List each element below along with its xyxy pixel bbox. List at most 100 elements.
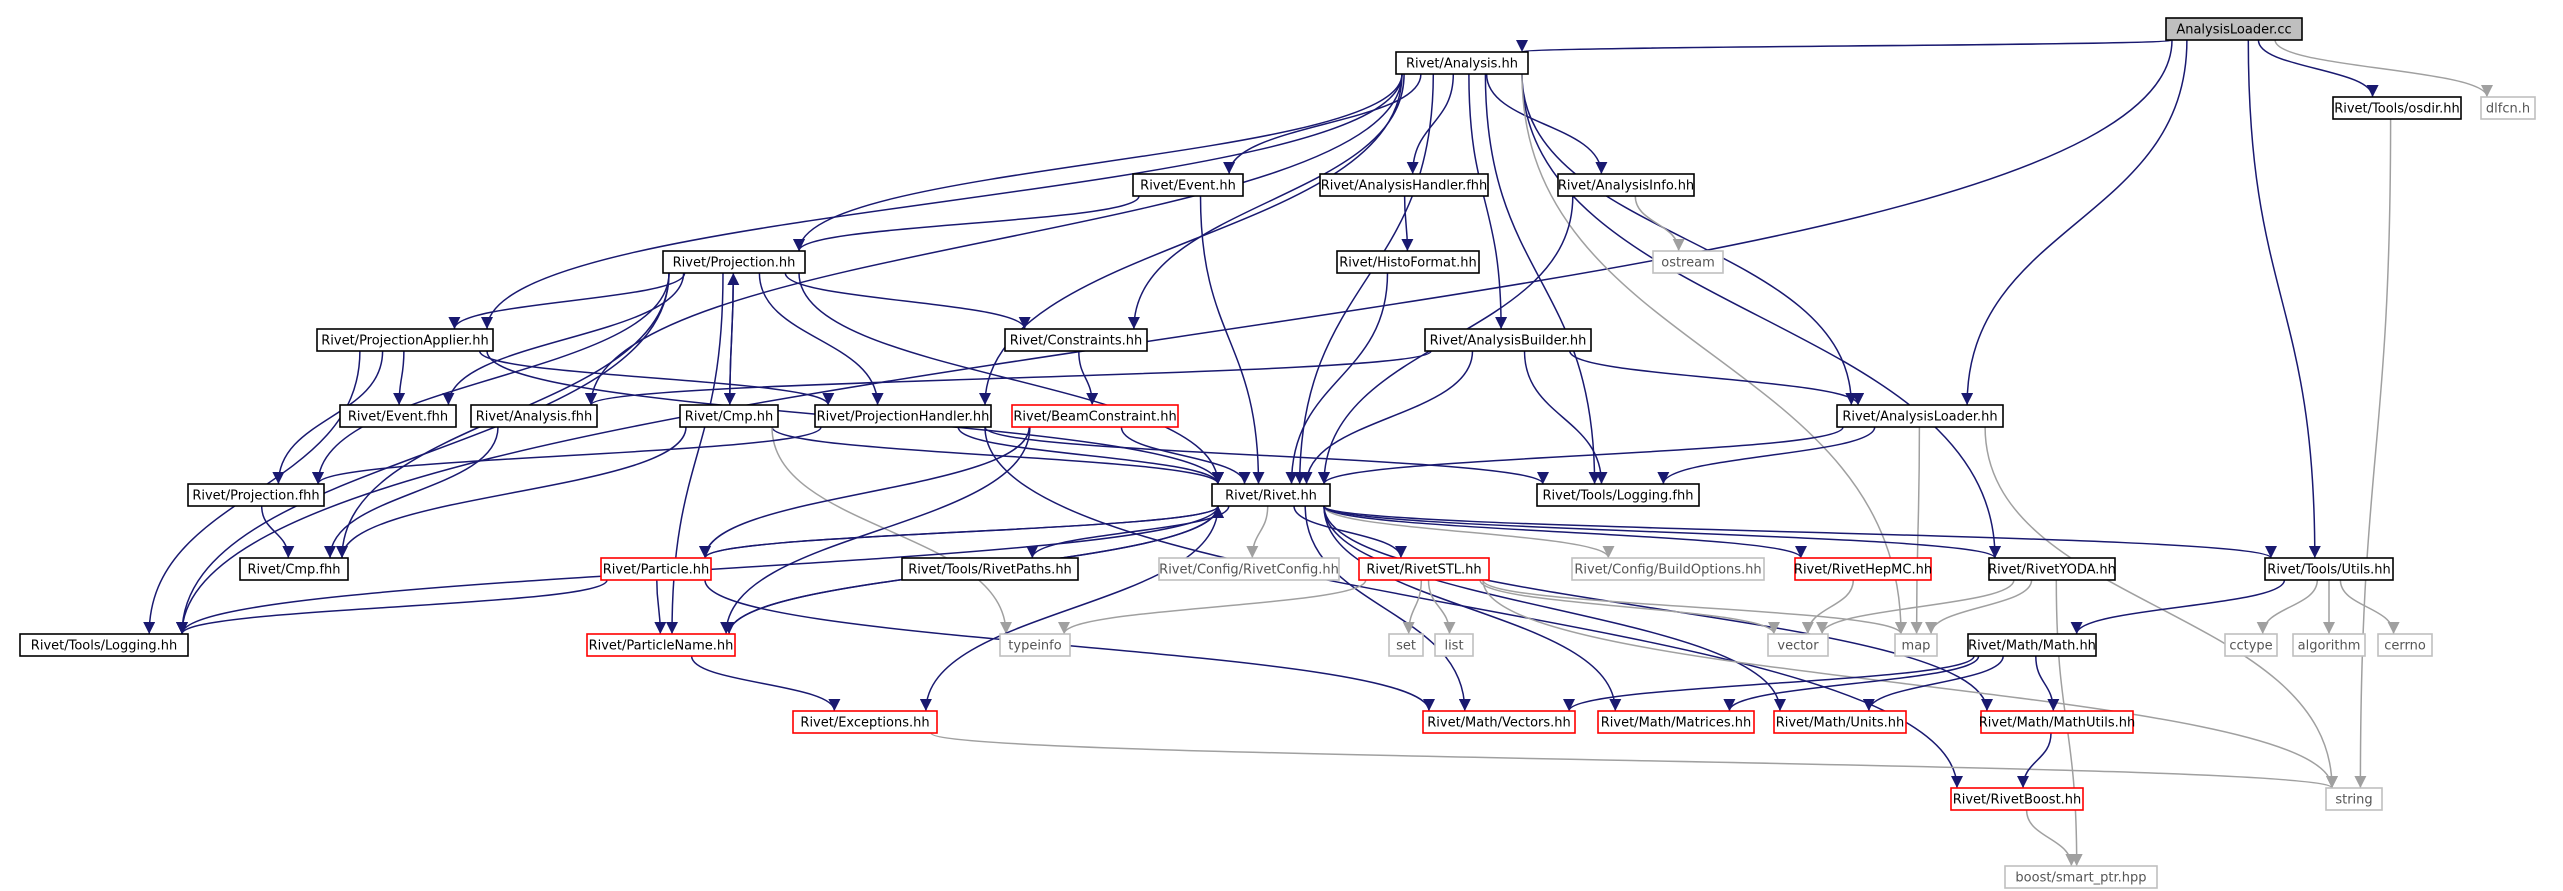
- node-label: Rivet/Projection.hh: [673, 256, 796, 271]
- node-box: [901, 557, 1079, 581]
- include-edge: [176, 39, 2173, 635]
- include-edge: [2354, 118, 2392, 789]
- include-edge: [1223, 73, 1422, 175]
- include-edge: [1523, 350, 1608, 485]
- graph-node[interactable]: Rivet/Rivet.hh: [1211, 483, 1331, 507]
- node-label: Rivet/Cmp.hh: [685, 410, 773, 425]
- graph-node[interactable]: Rivet/Constraints.hh: [1004, 328, 1148, 352]
- include-edge: [919, 505, 1219, 712]
- include-edge: [1285, 272, 1389, 485]
- graph-node[interactable]: Rivet/AnalysisBuilder.hh: [1424, 328, 1592, 352]
- graph-node[interactable]: Rivet/ParticleName.hh: [586, 633, 736, 657]
- graph-node[interactable]: Rivet/AnalysisLoader.hh: [1836, 404, 2004, 428]
- graph-node[interactable]: Rivet/Analysis.fhh: [470, 404, 598, 428]
- graph-node[interactable]: Rivet/Tools/osdir.hh: [2332, 96, 2462, 120]
- graph-node: string: [2325, 787, 2383, 811]
- node-label: Rivet/Tools/osdir.hh: [2334, 102, 2460, 117]
- include-edge: [272, 350, 384, 485]
- include-edge: [312, 272, 670, 485]
- graph-node[interactable]: Rivet/Math/Vectors.hh: [1422, 710, 1576, 734]
- include-edge: [2256, 579, 2319, 635]
- include-edge: [793, 195, 1140, 252]
- graph-node[interactable]: Rivet/Event.hh: [1132, 173, 1244, 197]
- node-box: [2332, 96, 2462, 120]
- graph-node[interactable]: Rivet/RivetHepMC.hh: [1794, 557, 1932, 581]
- graph-node[interactable]: Rivet/Projection.fhh: [187, 483, 325, 507]
- node-box: [1132, 173, 1244, 197]
- node-label: Rivet/Math/MathUtils.hh: [1979, 716, 2135, 731]
- graph-node[interactable]: Rivet/Particle.hh: [600, 557, 712, 581]
- include-edge: [1401, 195, 1414, 252]
- graph-node[interactable]: Rivet/RivetBoost.hh: [1950, 787, 2084, 811]
- graph-node[interactable]: Rivet/AnalysisHandler.fhh: [1319, 173, 1489, 197]
- graph-node[interactable]: Rivet/RivetYODA.hh: [1988, 557, 2116, 581]
- include-edge: [176, 579, 608, 635]
- node-label: Rivet/Config/BuildOptions.hh: [1574, 563, 1761, 578]
- graph-node[interactable]: Rivet/AnalysisInfo.hh: [1557, 173, 1695, 197]
- node-box: [1388, 633, 1424, 657]
- include-edge: [1485, 73, 1608, 175]
- include-edge: [1517, 39, 2173, 53]
- graph-node[interactable]: Rivet/Math/Units.hh: [1773, 710, 1907, 734]
- node-label: Rivet/Constraints.hh: [1010, 334, 1143, 349]
- node-label: Rivet/RivetSTL.hh: [1366, 563, 1481, 578]
- include-edge: [771, 426, 1012, 635]
- include-edge: [1199, 195, 1265, 485]
- node-label: Rivet/Cmp.fhh: [248, 563, 341, 578]
- graph-node[interactable]: Rivet/HistoFormat.hh: [1336, 250, 1480, 274]
- node-label: Rivet/ParticleName.hh: [589, 639, 734, 654]
- graph-node: map: [1894, 633, 1938, 657]
- graph-node[interactable]: Rivet/Event.fhh: [339, 404, 457, 428]
- graph-node[interactable]: Rivet/Tools/RivetPaths.hh: [901, 557, 1079, 581]
- include-edge: [585, 350, 1432, 406]
- include-edge: [1862, 655, 2004, 712]
- node-label: Rivet/BeamConstraint.hh: [1013, 410, 1176, 425]
- graph-node[interactable]: Rivet/Exceptions.hh: [792, 710, 938, 734]
- include-edge: [260, 505, 295, 559]
- graph-node[interactable]: Rivet/ProjectionApplier.hh: [316, 328, 494, 352]
- graph-node[interactable]: Rivet/Tools/Utils.hh: [2264, 557, 2394, 581]
- include-edge: [1246, 505, 1269, 559]
- include-edge: [176, 272, 670, 635]
- include-edge: [957, 426, 1224, 485]
- node-box: [1967, 633, 2097, 657]
- include-edge: [1521, 73, 2001, 559]
- include-edge: [1634, 195, 1685, 252]
- graph-node[interactable]: Rivet/ProjectionHandler.hh: [814, 404, 992, 428]
- node-box: [2004, 865, 2158, 889]
- graph-node[interactable]: Rivet/Cmp.hh: [679, 404, 779, 428]
- node-label: Rivet/RivetBoost.hh: [1953, 793, 2082, 808]
- graph-node[interactable]: Rivet/Math/Matrices.hh: [1597, 710, 1755, 734]
- include-edge: [448, 272, 686, 330]
- include-edge: [984, 426, 1549, 485]
- graph-node[interactable]: Rivet/RivetSTL.hh: [1358, 557, 1490, 581]
- node-box: [1422, 710, 1576, 734]
- graph-node[interactable]: Rivet/Projection.hh: [662, 250, 806, 274]
- include-edge: [1323, 505, 1786, 712]
- graph-node[interactable]: Rivet/Cmp.fhh: [239, 557, 349, 581]
- include-edge: [1521, 73, 1907, 635]
- graph-node[interactable]: Rivet/Math/Math.hh: [1967, 633, 2097, 657]
- node-box: [679, 404, 779, 428]
- graph-node[interactable]: Rivet/Math/MathUtils.hh: [1979, 710, 2135, 734]
- node-box: [662, 250, 806, 274]
- node-box: [1319, 173, 1489, 197]
- node-label: AnalysisLoader.cc: [2176, 23, 2291, 38]
- graph-node[interactable]: Rivet/Tools/Logging.fhh: [1536, 483, 1700, 507]
- graph-node: cerrno: [2377, 633, 2433, 657]
- graph-node[interactable]: Rivet/Analysis.hh: [1395, 51, 1529, 75]
- node-box: [1773, 710, 1907, 734]
- include-edge: [312, 426, 822, 485]
- node-label: Rivet/Projection.fhh: [192, 489, 319, 504]
- include-edge: [1521, 73, 1858, 406]
- include-edge: [2025, 809, 2078, 867]
- node-box: [2165, 17, 2303, 41]
- node-label: Rivet/AnalysisInfo.hh: [1558, 179, 1694, 194]
- graph-node[interactable]: Rivet/BeamConstraint.hh: [1011, 404, 1179, 428]
- node-label: Rivet/Tools/Logging.fhh: [1543, 489, 1694, 504]
- node-box: [1158, 557, 1340, 581]
- node-box: [1767, 633, 1829, 657]
- graph-node[interactable]: Rivet/Tools/Logging.hh: [19, 633, 189, 657]
- node-box: [1004, 328, 1148, 352]
- node-box: [999, 633, 1071, 657]
